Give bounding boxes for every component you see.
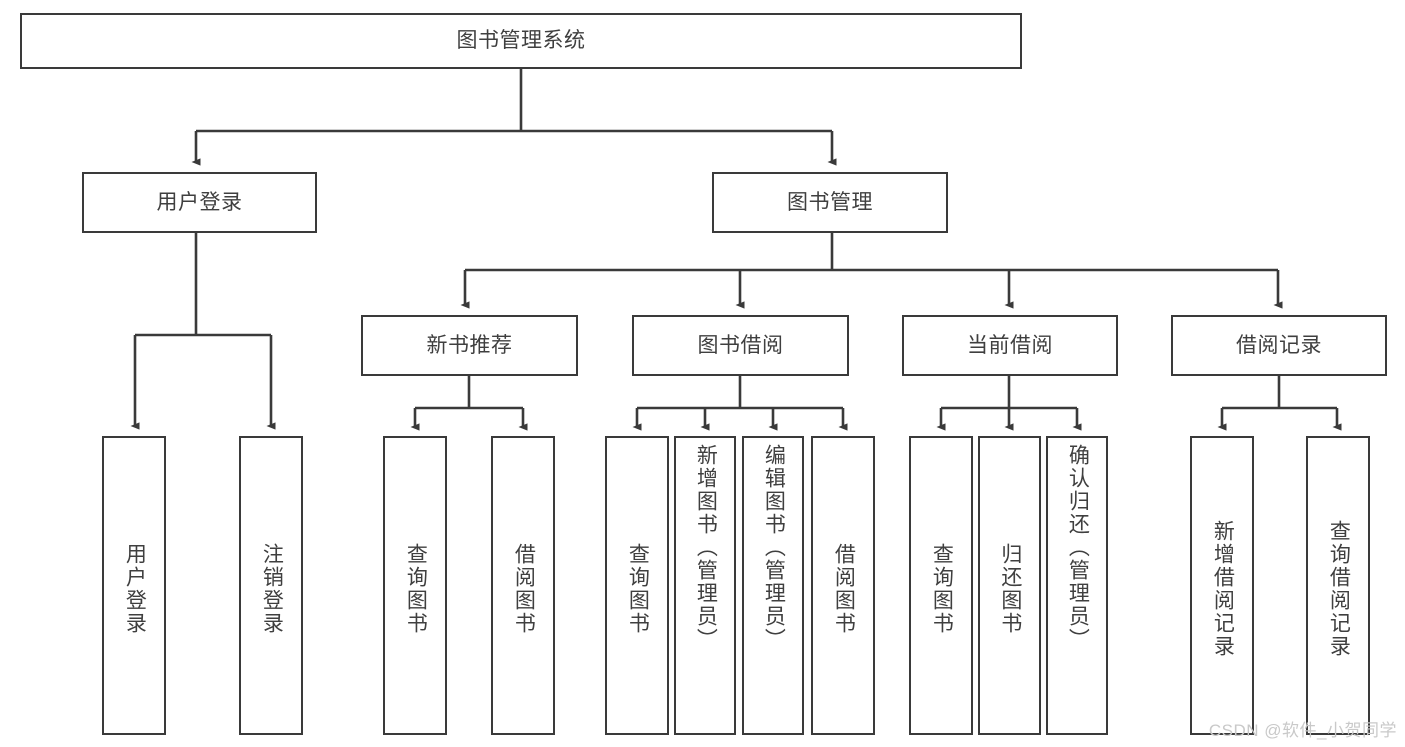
node-label: 查询借阅记录 <box>1327 519 1351 658</box>
node-label: 图书管理 <box>787 190 873 214</box>
leaf-current-borrow-confirm-return-admin[interactable]: 确认归还（管理员） <box>1046 436 1108 735</box>
node-label: 当前借阅 <box>967 333 1053 357</box>
node-book-borrow[interactable]: 图书借阅 <box>632 315 849 376</box>
leaf-user-login-logout[interactable]: 注销登录 <box>239 436 303 735</box>
leaf-book-borrow-borrow-book[interactable]: 借阅图书 <box>811 436 875 735</box>
leaf-book-borrow-edit-book-admin[interactable]: 编辑图书（管理员） <box>742 436 804 735</box>
node-label: 新增图书（管理员） <box>694 444 718 651</box>
node-label: 图书借阅 <box>697 333 784 357</box>
node-label: 查询图书 <box>930 542 954 635</box>
leaf-book-borrow-add-book-admin[interactable]: 新增图书（管理员） <box>674 436 736 735</box>
leaf-current-borrow-query-book[interactable]: 查询图书 <box>909 436 973 735</box>
node-label: 借阅图书 <box>512 542 536 635</box>
node-label: 用户登录 <box>123 542 147 635</box>
leaf-borrow-record-query-record[interactable]: 查询借阅记录 <box>1306 436 1370 735</box>
node-label: 用户登录 <box>156 190 243 214</box>
leaf-book-borrow-query-book[interactable]: 查询图书 <box>605 436 669 735</box>
node-label: 图书管理系统 <box>456 29 586 53</box>
node-label: 新增借阅记录 <box>1211 519 1235 658</box>
node-root-book-management-system[interactable]: 图书管理系统 <box>20 13 1022 69</box>
leaf-borrow-record-add-record[interactable]: 新增借阅记录 <box>1190 436 1254 735</box>
node-label: 借阅图书 <box>832 542 856 635</box>
node-book-management[interactable]: 图书管理 <box>712 172 948 233</box>
node-label: 查询图书 <box>404 542 428 635</box>
leaf-current-borrow-return-book[interactable]: 归还图书 <box>978 436 1041 735</box>
node-label: 借阅记录 <box>1236 333 1322 357</box>
node-label: 编辑图书（管理员） <box>762 444 786 651</box>
leaf-new-book-borrow-book[interactable]: 借阅图书 <box>491 436 555 735</box>
node-borrow-record[interactable]: 借阅记录 <box>1171 315 1387 376</box>
node-label: 归还图书 <box>998 542 1022 635</box>
leaf-new-book-query-book[interactable]: 查询图书 <box>383 436 447 735</box>
leaf-user-login-login[interactable]: 用户登录 <box>102 436 166 735</box>
node-label: 查询图书 <box>626 542 650 635</box>
node-user-login[interactable]: 用户登录 <box>82 172 317 233</box>
node-current-borrow[interactable]: 当前借阅 <box>902 315 1118 376</box>
node-label: 新书推荐 <box>426 333 513 357</box>
node-label: 注销登录 <box>260 542 284 635</box>
node-label: 确认归还（管理员） <box>1066 444 1090 651</box>
node-new-book-recommend[interactable]: 新书推荐 <box>361 315 578 376</box>
